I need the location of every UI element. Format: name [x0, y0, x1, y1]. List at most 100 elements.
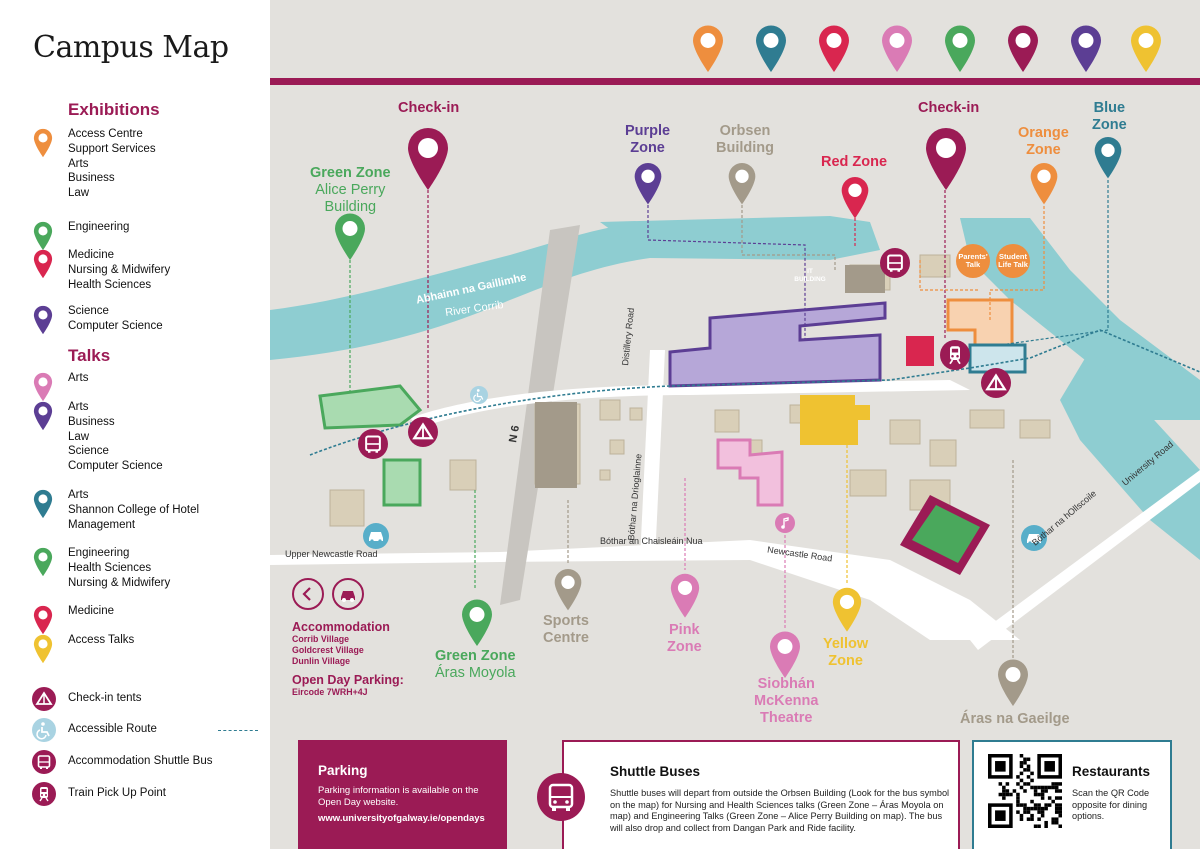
symbol-label: Accessible Route: [68, 723, 157, 735]
shuttle-bus-stop-left-icon[interactable]: [358, 429, 388, 459]
green-pin-icon: [32, 546, 54, 577]
back-arrow-icon[interactable]: [292, 578, 324, 610]
yellow-zone-pin-icon[interactable]: [830, 584, 864, 634]
sports-centre-pin-icon[interactable]: [552, 566, 584, 612]
check-in-tent-left-icon[interactable]: [408, 417, 438, 447]
yellow-pin-icon: [32, 633, 54, 664]
bus-icon: [537, 773, 585, 821]
accessible-icon: [32, 718, 56, 742]
legend-line: Shannon College of Hotel: [68, 503, 200, 516]
parking-url-link[interactable]: www.universityofgalway.ie/opendays: [318, 813, 485, 824]
check-in-right-label: Check-in: [918, 100, 980, 116]
purple-zone-pin-icon[interactable]: [632, 160, 664, 206]
symbol-legend-item: Accessible Route: [32, 718, 262, 744]
red-pin-icon: [32, 604, 54, 635]
legend-line: Computer Science: [68, 319, 163, 332]
parents-talk-badge[interactable]: Parents'Talk: [956, 244, 990, 278]
blue-top-pin-icon[interactable]: [753, 22, 789, 74]
legend-line: Medicine: [68, 605, 115, 617]
aras-gaeilge-label: Áras na Gaeilge: [960, 711, 1070, 727]
siobhan-pin-icon[interactable]: [767, 628, 803, 680]
legend-line: Nursing & Midwifery: [68, 263, 171, 276]
open-day-parking-title: Open Day Parking:: [292, 673, 404, 687]
red-top-pin-icon[interactable]: [816, 22, 852, 74]
legend-line: Business: [68, 415, 115, 428]
pink-pin-icon: [32, 371, 54, 402]
symbol-label: Train Pick Up Point: [68, 787, 166, 799]
blue-zone-pin-icon[interactable]: [1092, 134, 1124, 180]
legend-line: Support Services: [68, 142, 156, 155]
green-top-pin-icon[interactable]: [942, 22, 978, 74]
accommodation-title: Accommodation: [292, 620, 390, 634]
accessible-route-icon[interactable]: [470, 386, 488, 404]
check-in-tent-icon: [32, 687, 56, 711]
aras-gaeilge-pin-icon[interactable]: [995, 656, 1031, 708]
symbol-label: Accommodation Shuttle Bus: [68, 755, 213, 767]
village-item: Goldcrest Village: [292, 645, 364, 655]
train-pickup-icon[interactable]: [940, 340, 970, 370]
music-note-icon: [775, 513, 795, 533]
shuttle-bus-stop-orbsen-icon[interactable]: [880, 248, 910, 278]
pink-top-pin-icon[interactable]: [879, 22, 915, 74]
green-zone-apb-label: Green Zone Alice Perry Building: [310, 165, 391, 215]
legend-line: Access Talks: [68, 634, 135, 646]
symbol-legend-item: Train Pick Up Point: [32, 782, 262, 808]
orange-pin-icon: [32, 127, 54, 158]
talks-heading: Talks: [68, 346, 111, 365]
parking-body: Parking information is available on the …: [318, 785, 479, 808]
exhibitions-heading: Exhibitions: [68, 100, 160, 119]
pink-zone-pin-icon[interactable]: [668, 570, 702, 620]
car-park-right-icon[interactable]: [1020, 524, 1048, 552]
orange-top-pin-icon[interactable]: [690, 22, 726, 74]
green-zone-apb-pin-icon[interactable]: [332, 210, 368, 262]
orange-zone-pin-icon[interactable]: [1028, 160, 1060, 206]
legend-line: Science: [68, 445, 109, 458]
page-title: Campus Map: [33, 30, 229, 65]
legend-line: Management: [68, 518, 136, 531]
orbsen-pin-icon[interactable]: [726, 160, 758, 206]
accommodation-info: Accommodation Corrib Village Goldcrest V…: [292, 620, 462, 697]
purple-pin-icon: [32, 304, 54, 335]
legend-line: Engineering: [68, 547, 130, 559]
campus-map[interactable]: Abhainn na Gaillimhe River Corrib N 6 Di…: [270, 0, 1200, 849]
legend-line: Science: [68, 305, 109, 317]
legend-line: Arts: [68, 157, 89, 170]
legend-line: Nursing & Midwifery: [68, 576, 171, 589]
red-zone-label: Red Zone: [821, 154, 888, 170]
symbol-label: Check-in tents: [68, 692, 142, 704]
check-in-left-pin-icon[interactable]: [404, 124, 452, 192]
legend-line: Engineering: [68, 221, 130, 233]
green-zone-aras-label: Green Zone Áras Moyola: [435, 648, 516, 681]
bothar-chaisleain-label: Bóthar an Chaisleáin Nua: [600, 536, 703, 546]
legend-line: Health Sciences: [68, 278, 152, 291]
maroon-top-pin-icon[interactable]: [1005, 22, 1041, 74]
yellow-top-pin-icon[interactable]: [1128, 22, 1164, 74]
upper-newcastle-road-label: Upper Newcastle Road: [285, 549, 378, 559]
village-item: Dunlin Village: [292, 656, 351, 666]
legend-line: Access Centre: [68, 128, 143, 140]
legend-line: Arts: [68, 372, 89, 384]
legend-line: Law: [68, 187, 90, 200]
green-zone-aras-pin-icon[interactable]: [459, 596, 495, 648]
qr-code-icon[interactable]: [988, 754, 1062, 828]
purple-top-pin-icon[interactable]: [1068, 22, 1104, 74]
shuttle-body: Shuttle buses will depart from outside t…: [610, 788, 950, 833]
legend-line: Computer Science: [68, 460, 163, 473]
car-icon[interactable]: [332, 578, 364, 610]
eircode: Eircode 7WRH+4J: [292, 687, 368, 697]
legend-line: Arts: [68, 489, 89, 501]
red-zone-pin-icon[interactable]: [839, 174, 871, 220]
accessible-route-line: [218, 730, 258, 731]
car-park-left-icon[interactable]: [362, 522, 390, 550]
check-in-tent-right-icon[interactable]: [981, 368, 1011, 398]
check-in-right-pin-icon[interactable]: [922, 124, 970, 192]
green-pin-icon: [32, 220, 54, 251]
